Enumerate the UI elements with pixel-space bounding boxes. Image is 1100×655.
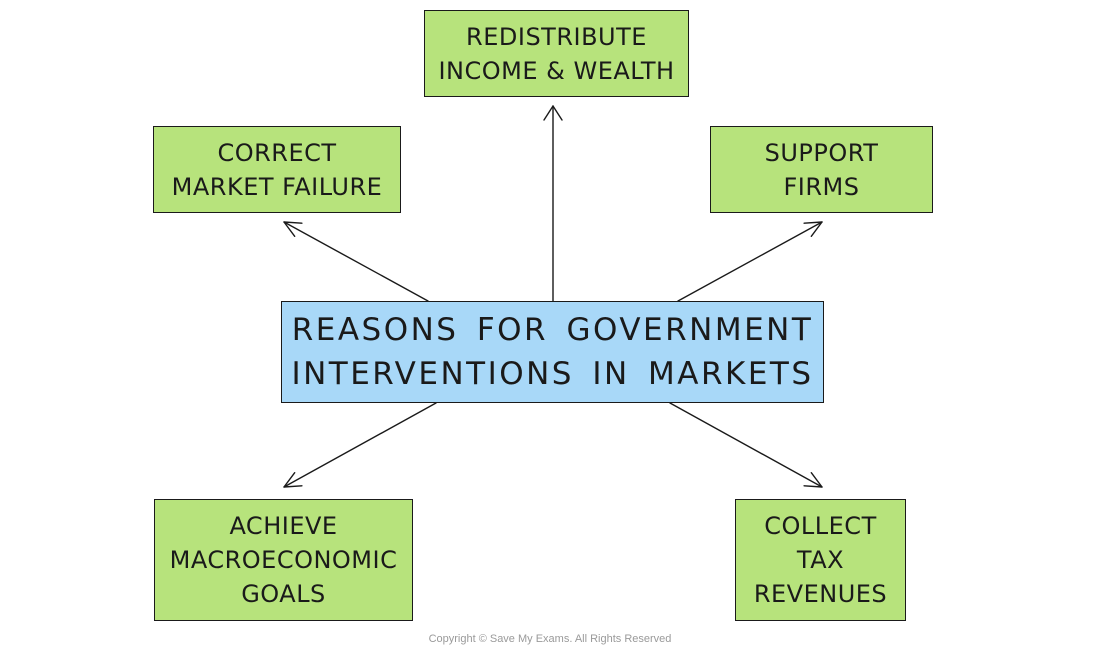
center-node-reasons-for-intervention: REASONS FOR GOVERNMENT INTERVENTIONS IN … <box>281 301 824 403</box>
node-line: COLLECT <box>764 512 877 540</box>
node-line: MARKET FAILURE <box>171 172 383 201</box>
arrow-to-support-firms <box>677 221 823 302</box>
arrow-to-correct-market-failure <box>283 221 429 302</box>
node-line: FIRMS <box>783 172 860 201</box>
node-line: ACHIEVE <box>229 512 338 540</box>
node-line: INCOME & WEALTH <box>438 56 675 85</box>
node-line: REDISTRIBUTE <box>466 22 647 51</box>
copyright-notice: Copyright © Save My Exams. All Rights Re… <box>428 633 672 645</box>
center-line: INTERVENTIONS IN MARKETS <box>291 356 814 392</box>
node-line: GOALS <box>241 580 326 608</box>
node-line: SUPPORT <box>764 138 879 167</box>
arrow-to-redistribute-income <box>543 105 563 302</box>
arrow-to-achieve-macroeconomic-goals <box>283 402 437 488</box>
node-line: MACROECONOMIC <box>169 546 398 574</box>
node-correct-market-failure: CORRECT MARKET FAILURE <box>153 126 401 213</box>
node-line: REVENUES <box>753 580 888 608</box>
node-line: TAX <box>796 546 845 574</box>
arrow-to-collect-tax-revenues <box>669 402 823 488</box>
node-collect-tax-revenues: COLLECT TAX REVENUES <box>735 499 906 621</box>
node-support-firms: SUPPORT FIRMS <box>710 126 933 213</box>
node-line: CORRECT <box>217 138 337 167</box>
center-line: REASONS FOR GOVERNMENT <box>291 312 814 348</box>
node-achieve-macroeconomic-goals: ACHIEVE MACROECONOMIC GOALS <box>154 499 413 621</box>
node-redistribute-income-wealth: REDISTRIBUTE INCOME & WEALTH <box>424 10 689 97</box>
